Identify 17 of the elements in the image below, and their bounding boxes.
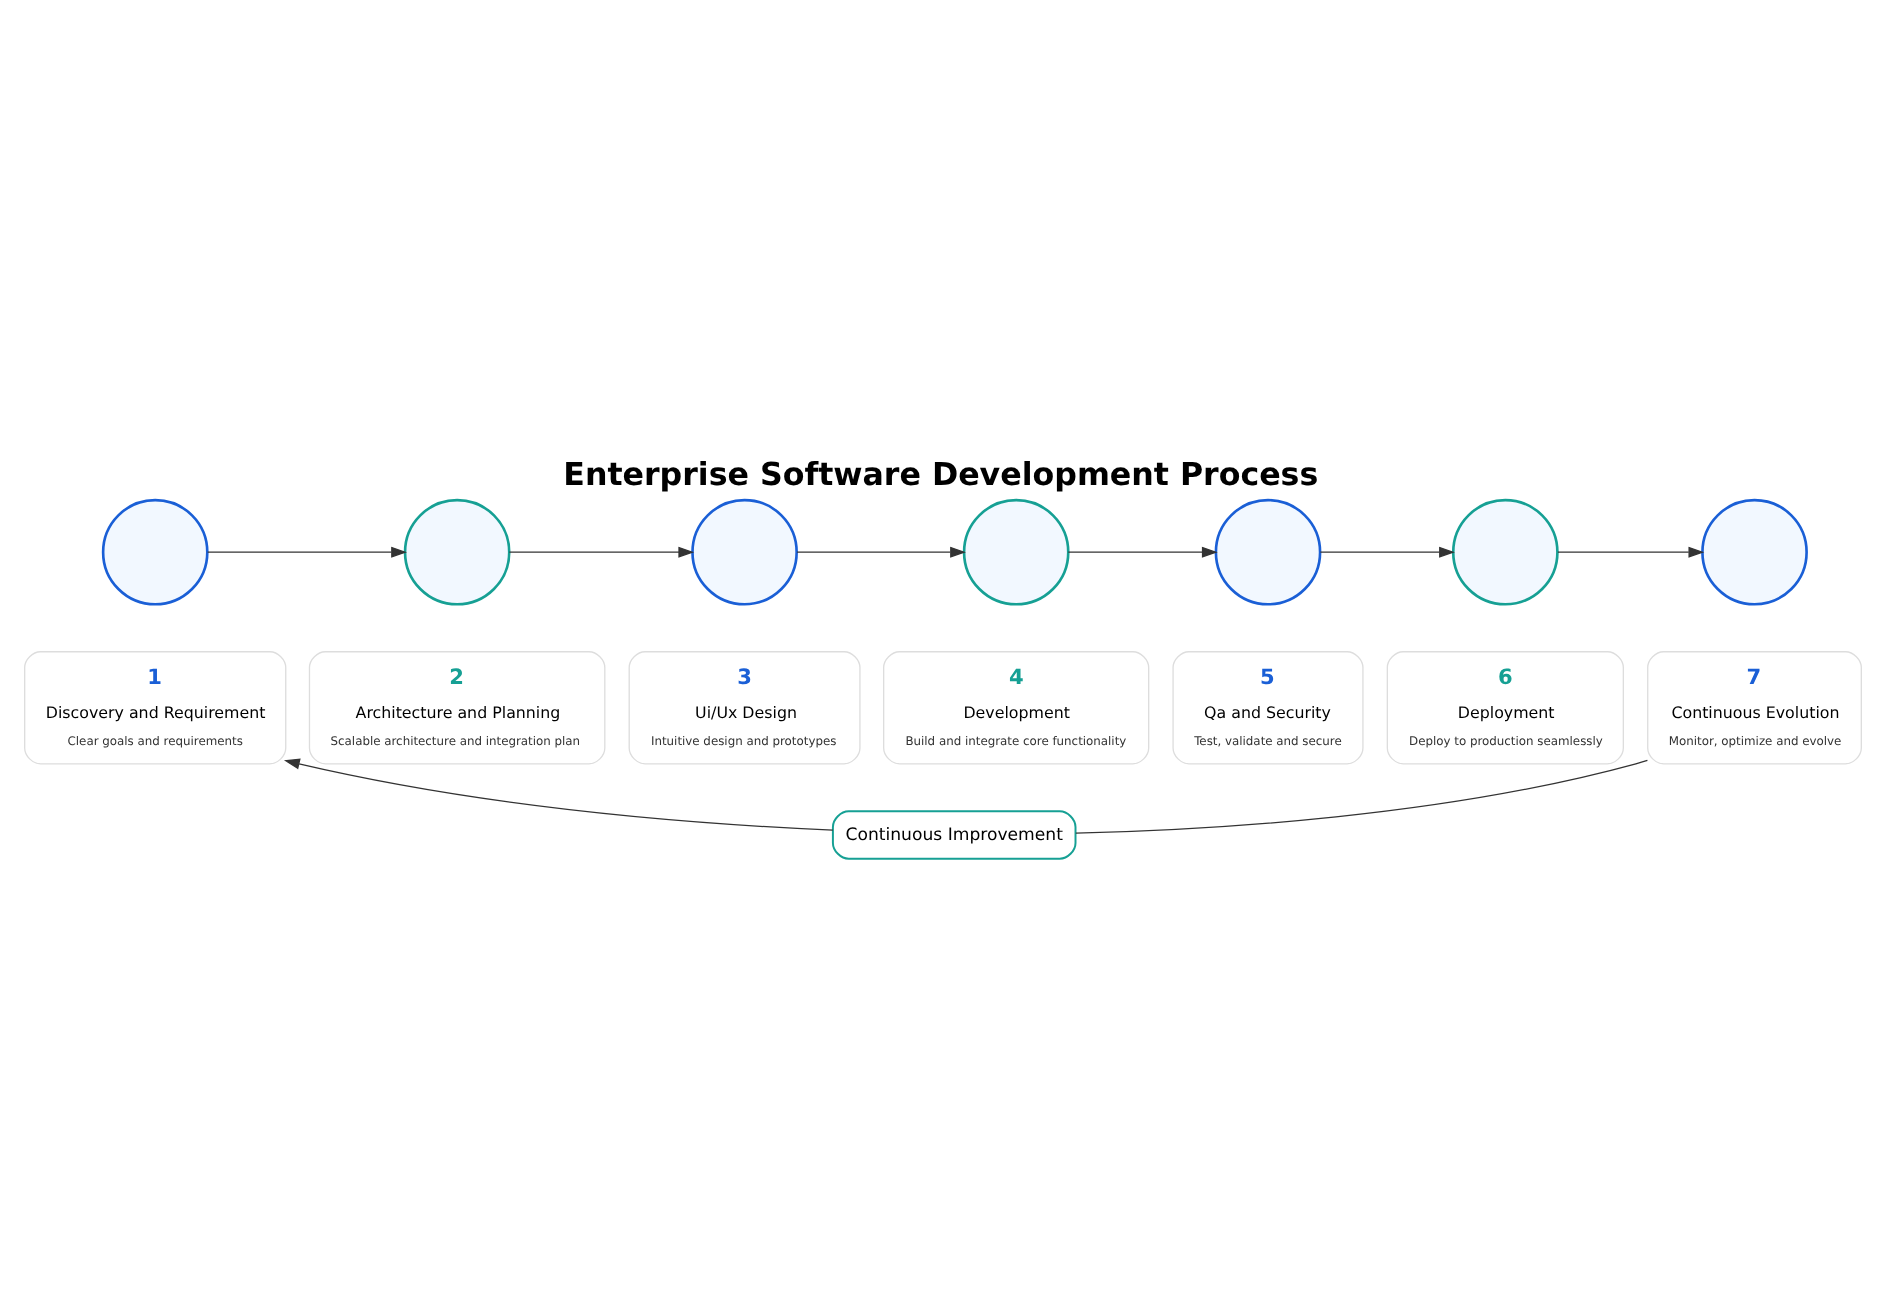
arrow <box>206 545 406 557</box>
arrow <box>507 545 694 557</box>
node-circle <box>690 497 797 605</box>
node-circle <box>1700 497 1807 605</box>
node-circle <box>100 497 208 605</box>
node-circle <box>1450 497 1558 605</box>
arrow <box>1066 545 1217 557</box>
node-circle <box>402 497 510 605</box>
arrow <box>795 545 965 557</box>
node-circle <box>1213 497 1321 605</box>
diagram-title: Enterprise Software Development Process <box>562 453 1318 492</box>
arrow <box>1556 545 1704 557</box>
node-circle <box>961 497 1069 605</box>
connector <box>1074 758 1648 833</box>
arrow <box>1318 545 1454 557</box>
node-box: Continuous Improvement <box>830 809 1076 859</box>
arrow <box>283 757 833 830</box>
